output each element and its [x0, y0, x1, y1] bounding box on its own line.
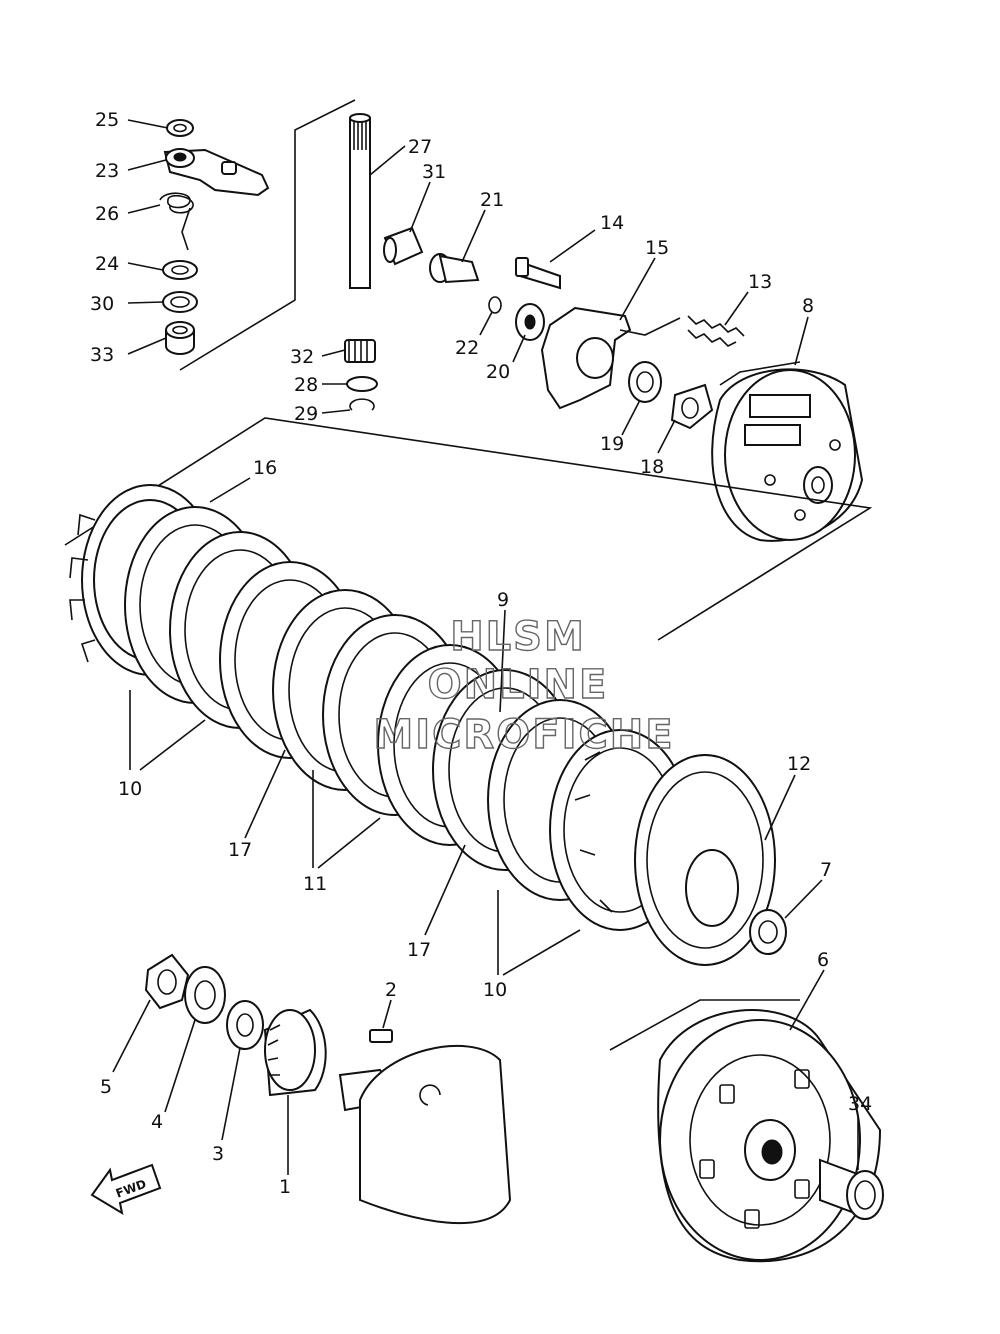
circlip-25	[166, 119, 194, 137]
push-rod-31	[383, 226, 424, 266]
group-bracket-housing	[609, 999, 800, 1051]
callout-33: 33	[90, 344, 114, 366]
callout-20: 20	[486, 361, 510, 383]
primary-drive-gear-1	[263, 1008, 327, 1097]
callout-10-lower: 10	[483, 979, 507, 1001]
bolt-14	[515, 257, 561, 290]
lock-washer-4	[184, 966, 226, 1024]
callout-1: 1	[279, 1176, 291, 1198]
callout-3: 3	[212, 1143, 224, 1165]
crankshaft-balancer	[338, 1045, 512, 1225]
key-2	[369, 1029, 393, 1043]
callout-19: 19	[600, 433, 624, 455]
push-rod-21	[429, 253, 480, 284]
circlip-7	[749, 909, 787, 955]
pressure-plate-12	[634, 754, 776, 966]
callout-21: 21	[480, 189, 504, 211]
callout-16: 16	[253, 457, 277, 479]
callout-17-right: 17	[407, 939, 431, 961]
callout-12: 12	[787, 753, 811, 775]
group-bracket-plates	[64, 417, 873, 641]
callout-34: 34	[848, 1093, 872, 1115]
callout-15: 15	[645, 237, 669, 259]
callout-25: 25	[95, 109, 119, 131]
pressure-plate-15	[540, 306, 632, 410]
watermark-line-2: ONLINE	[428, 662, 609, 708]
callout-17-left: 17	[228, 839, 252, 861]
nut-5	[144, 953, 190, 1010]
callout-13: 13	[748, 271, 772, 293]
washer-3	[226, 1000, 264, 1050]
callout-27: 27	[408, 136, 432, 158]
group-bracket-boss	[719, 361, 801, 386]
clutch-boss-8	[711, 368, 864, 542]
lock-washer-18	[670, 383, 714, 430]
ball-22	[488, 296, 502, 314]
callout-14: 14	[600, 212, 624, 234]
callout-24: 24	[95, 253, 119, 275]
callout-5: 5	[100, 1076, 112, 1098]
push-rod-27	[349, 113, 371, 289]
callout-18: 18	[640, 456, 664, 478]
callout-2: 2	[385, 979, 397, 1001]
callout-11: 11	[303, 873, 327, 895]
forward-direction-arrow: FWD	[90, 1163, 162, 1216]
bushing-33	[165, 321, 195, 355]
callout-22: 22	[455, 337, 479, 359]
callout-28: 28	[294, 374, 318, 396]
spring-13	[687, 315, 745, 347]
callout-31: 31	[422, 161, 446, 183]
callout-30: 30	[90, 293, 114, 315]
clutch-housing-6	[657, 1009, 882, 1263]
leader-lines	[112, 119, 859, 1175]
circlip-29	[349, 398, 375, 411]
group-bracket-plate	[619, 317, 681, 336]
watermark-line-3: MICROFICHE	[373, 712, 674, 758]
spring-26	[159, 192, 194, 251]
pinion-gear-32	[344, 339, 376, 363]
watermark-line-1: HLSM	[450, 614, 586, 660]
oil-seal-30	[162, 291, 198, 313]
callout-labels: 25 23 26 24 30 33 27 31 21 14 15 13 8 22…	[90, 109, 872, 1198]
group-bracket-lever	[179, 99, 356, 371]
callout-7: 7	[820, 859, 832, 881]
callout-8: 8	[802, 295, 814, 317]
callout-6: 6	[817, 949, 829, 971]
spacer-34	[819, 1158, 884, 1220]
push-lever-23	[163, 148, 270, 197]
bearing-20	[515, 303, 545, 341]
collar-19	[628, 361, 662, 403]
watermark: HLSM ONLINE MICROFICHE	[373, 613, 674, 758]
callout-9: 9	[497, 589, 509, 611]
callout-10-upper: 10	[118, 778, 142, 800]
callout-23: 23	[95, 160, 119, 182]
callout-29: 29	[294, 403, 318, 425]
washer-28	[346, 376, 378, 392]
callout-32: 32	[290, 346, 314, 368]
callout-26: 26	[95, 203, 119, 225]
callout-4: 4	[151, 1111, 163, 1133]
washer-24	[162, 260, 198, 280]
